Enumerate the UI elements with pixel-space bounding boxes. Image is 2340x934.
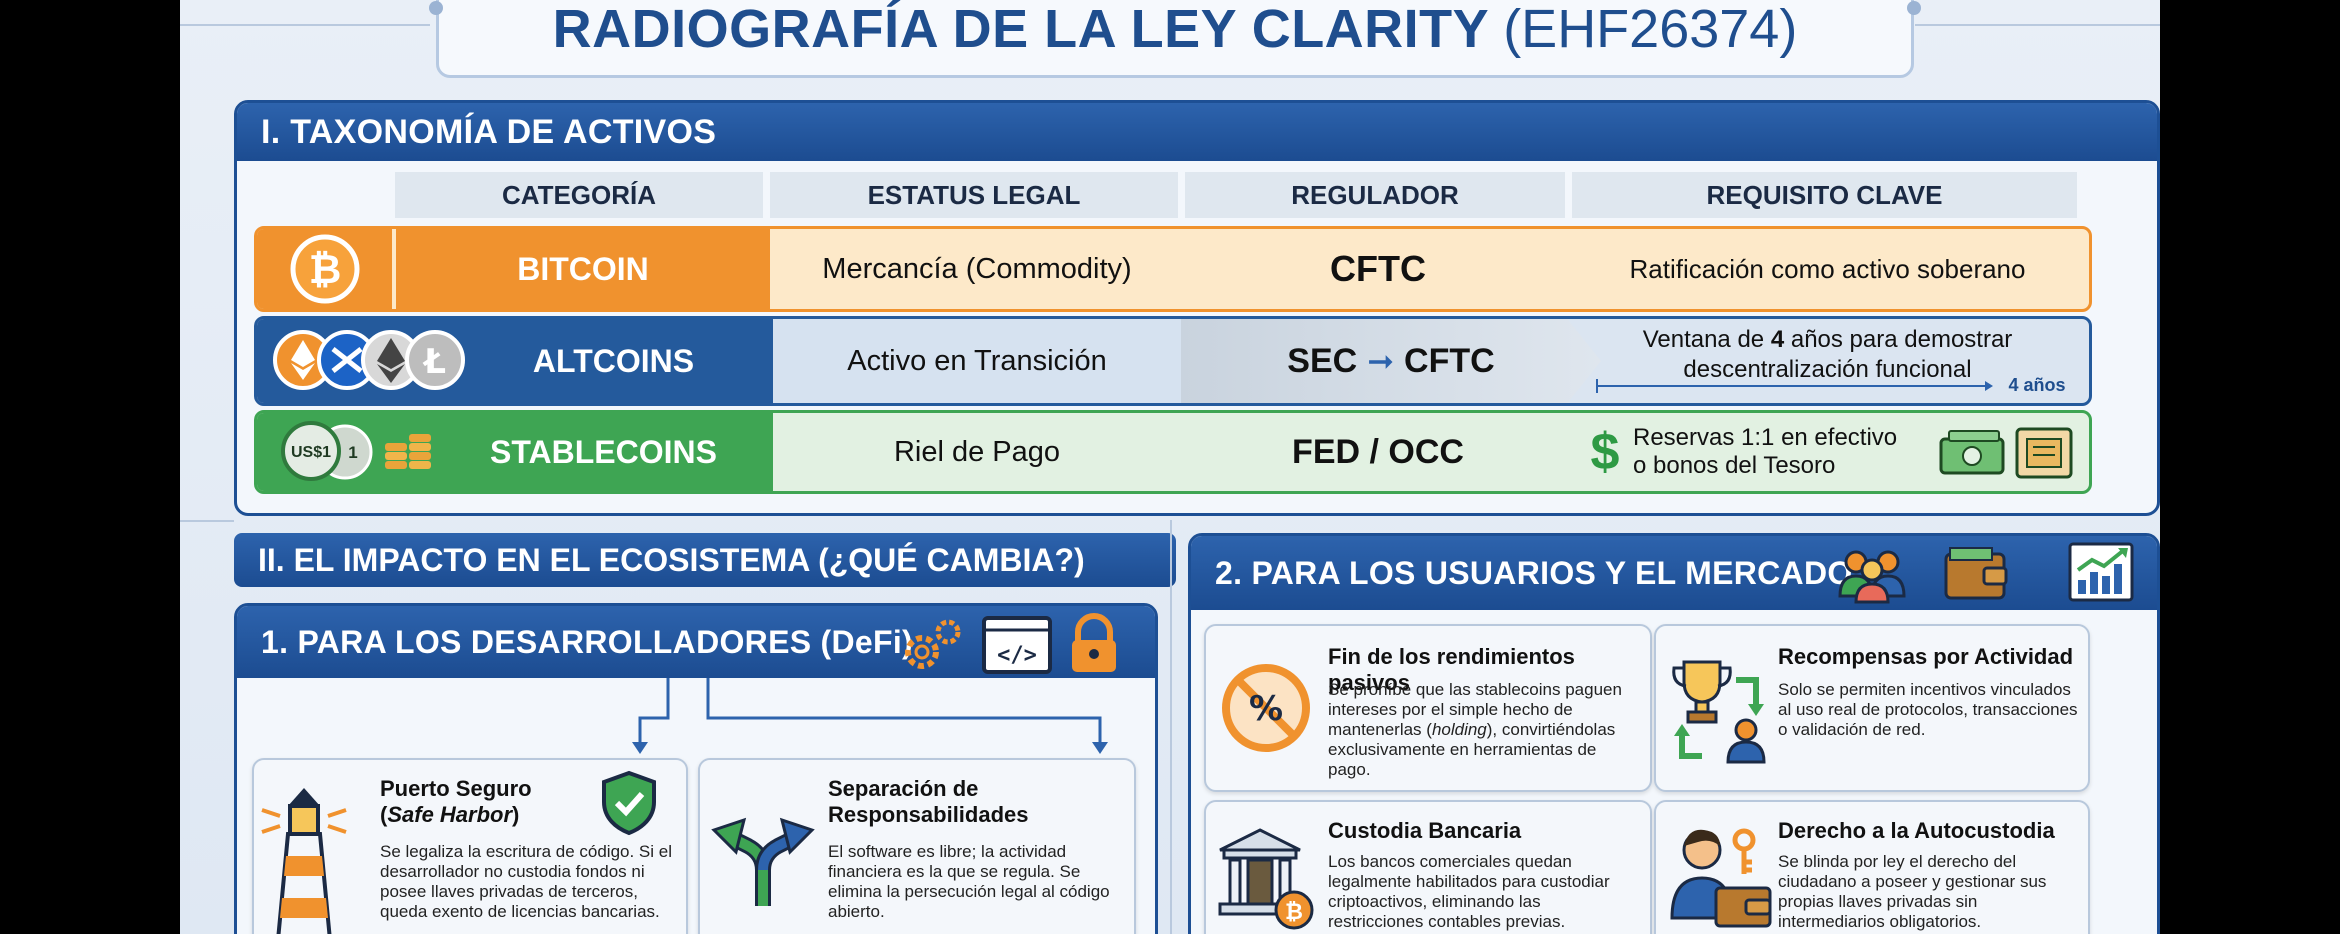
branch-connector [632,678,1108,754]
card-body: El software es libre; la actividad finan… [828,842,1110,921]
altcoin-icons: Ł [273,330,465,390]
table-row-bitcoin: ₿ BITCOIN Mercancía (Commodity) CFTC Rat… [254,226,2092,312]
regulator-stablecoins: FED / OCC [1292,432,1464,471]
card-separation: Separación de Responsabilidades El softw… [698,758,1136,934]
regulator-to: CFTC [1404,341,1495,380]
table-row-stablecoins: US$1 1 STABLECOINS Riel de Pago FED / OC… [254,410,2092,494]
card-body: Se prohíbe que las stablecoins paguen in… [1328,680,1622,779]
impact-header: II. EL IMPACTO EN EL ECOSISTEMA (¿QUÉ CA… [234,533,1176,587]
title-banner: RADIOGRAFÍA DE LA LEY CLARITY (EHF26374) [429,0,1921,78]
column-header-key-requirement: REQUISITO CLAVE [1572,172,2077,218]
coin-label: US$1 [291,444,331,461]
split-arrow-icon [711,817,815,906]
card-title: Separación de Responsabilidades [828,776,1029,827]
requirement-altcoins: Ventana de 4 años para demostrar descent… [1575,319,2080,403]
requirement-stablecoins: Reservas 1:1 en efectivo o bonos del Tes… [1633,413,1923,491]
bitcoin-icon-cell: ₿ [257,229,392,309]
legal-status-altcoins: Activo en Transición [773,319,1181,403]
decor-dot [429,1,443,15]
code-icon: </> [982,616,1052,674]
decor-dot [1907,1,1921,15]
svg-text:</>: </> [997,643,1037,668]
bitcoin-icon: ₿ [290,234,359,304]
column-header-category: CATEGORÍA [395,172,763,218]
regulator-from: SEC [1287,341,1358,380]
developer-header-icons: </> [905,613,1116,674]
svg-text:%: % [1249,689,1283,729]
trophy-icon [1672,660,1766,764]
decor-line [1915,24,2160,26]
svg-text:₿: ₿ [1285,900,1303,925]
card-title: Fin de los rendimientos pasivos [1328,644,1575,695]
gear-icon [905,619,961,669]
timeline-label: 4 años [2008,374,2066,395]
svg-text:₿: ₿ [308,247,341,293]
card-body: Solo se permiten incentivos vinculados a… [1778,680,2078,739]
growth-chart-icon [2068,542,2134,602]
regulator-altcoins: SEC ➞ CFTC [1181,319,1601,403]
column-header-legal-status: ESTATUS LEGAL [770,172,1178,218]
card-bank-custody: ₿ Custodia Bancaria Los bancos comercial… [1204,800,1652,934]
legal-status-stablecoins: Riel de Pago [893,435,1061,468]
decor-line [180,520,234,522]
requirement-line2: o bonos del Tesoro [1633,452,1836,479]
card-body: Se legaliza la escritura de código. Si e… [380,842,672,921]
column-divider [1170,520,1172,934]
card-safe-harbor: Puerto Seguro (Safe Harbor) Se legaliza … [252,758,688,934]
category-stablecoins: STABLECOINS [490,433,717,470]
dollar-icon: $ [1590,423,1620,481]
card-passive-yield: % Fin de los rendimientos pasivos Se pro… [1204,624,1652,792]
coin-label-2: 1 [348,443,357,462]
category-altcoins: ALTCOINS [532,342,695,379]
category-cell: BITCOIN [396,229,770,309]
card-title: Derecho a la Autocustodia [1778,818,2055,843]
bank-icon: ₿ [1218,828,1314,930]
card-activity-rewards: Recompensas por Actividad Solo se permit… [1654,624,2090,792]
users-header-icons [1838,542,2134,604]
arrow-right-icon: ➞ [1367,343,1395,379]
requirement-bitcoin: Ratificación como activo soberano [1629,253,2026,284]
category-bitcoin: BITCOIN [517,250,649,287]
wallet-icon [1944,547,2008,600]
card-title: Custodia Bancaria [1328,818,1522,843]
card-body: Los bancos comerciales quedan legalmente… [1328,852,1610,931]
svg-text:Ł: Ł [422,342,446,382]
legal-status-bitcoin: Mercancía (Commodity) [822,252,1132,285]
bill-code: (EHF26374) [1503,0,1798,59]
card-title: Recompensas por Actividad [1778,644,2074,669]
stablecoin-icon: US$1 1 [281,421,431,481]
self-custody-icon [1670,828,1772,928]
timeline-bar [1596,379,1993,393]
card-self-custody: Derecho a la Autocustodia Se blinda por … [1654,800,2090,934]
no-percent-icon: % [1222,664,1310,752]
users-title: 2. PARA LOS USUARIOS Y EL MERCADO [1215,554,1853,591]
page-title: RADIOGRAFÍA DE LA LEY CLARITY [552,0,1490,59]
card-body: Se blinda por ley el derecho del ciudada… [1778,852,2047,931]
infographic-page: RADIOGRAFÍA DE LA LEY CLARITY (EHF26374)… [180,0,2160,934]
category-label-wrap: STABLECOINS [437,413,770,491]
column-header-regulator: REGULADOR [1185,172,1565,218]
table-row-altcoins: Ł ALTCOINS Activo en Transición SEC ➞ CF… [254,316,2092,406]
people-icon [1838,550,1906,604]
decor-line [180,24,430,26]
developers-title: 1. PARA LOS DESARROLLADORES (DeFi) [261,623,914,660]
regulator-bitcoin: CFTC [1330,248,1426,289]
card-title: Puerto Seguro (Safe Harbor) [380,776,532,827]
lock-icon [1072,613,1116,672]
requirement-line1: Reservas 1:1 en efectivo [1633,424,1898,451]
category-label-wrap: ALTCOINS [457,319,770,403]
taxonomy-header: I. TAXONOMÍA DE ACTIVOS [237,103,2157,161]
cash-bond-icons [1939,427,2073,479]
shield-check-icon [602,770,656,836]
requirement-line2: descentralización funcional [1683,356,1972,383]
lighthouse-icon [261,788,347,934]
requirement-line1: Ventana de 4 años para demostrar [1642,326,2013,353]
